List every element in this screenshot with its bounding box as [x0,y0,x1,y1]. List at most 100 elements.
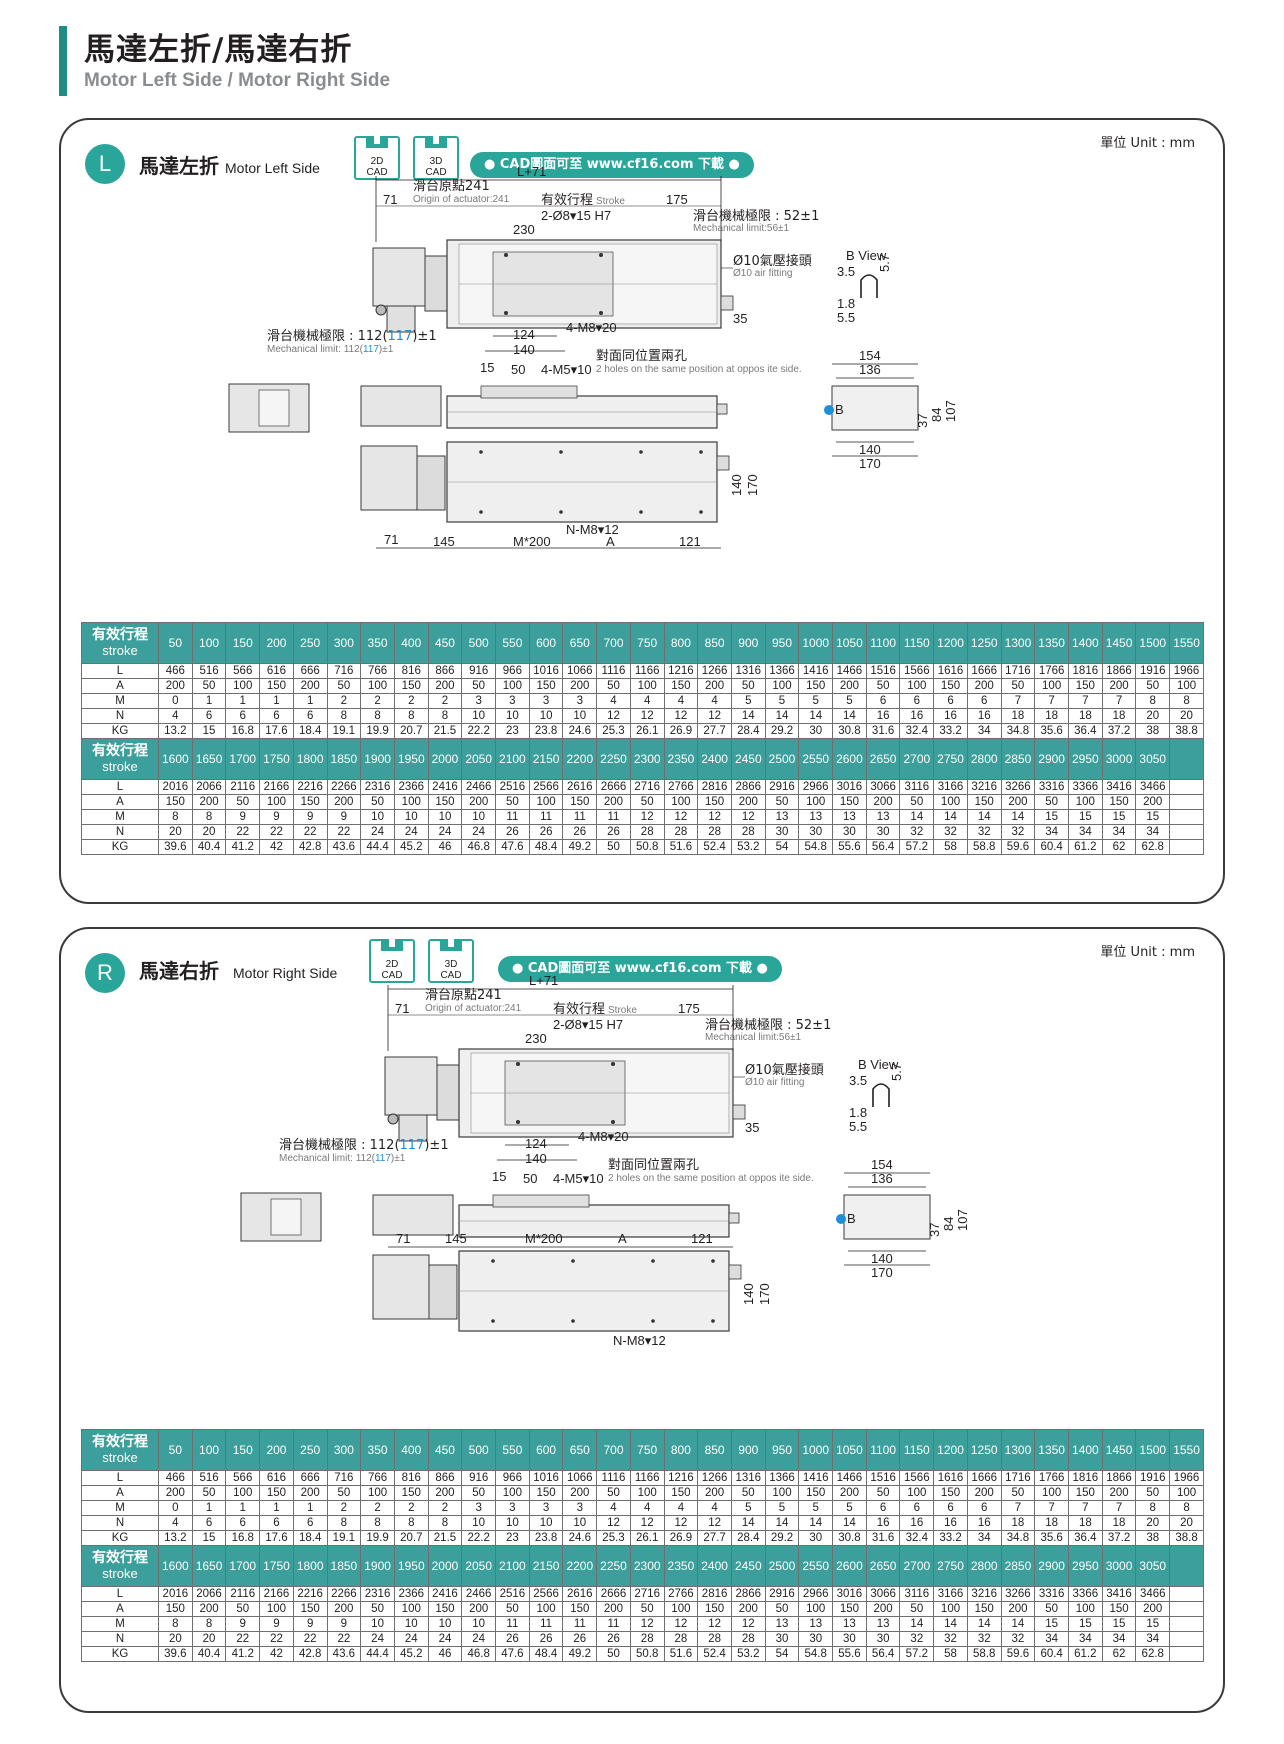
end-view-right [831,385,919,431]
table-cell: 45.2 [393,839,429,855]
table-cell: 100 [1034,678,1069,694]
stroke-value: 2550 [798,738,834,780]
table-cell: 100 [663,1601,699,1617]
stroke-value: 950 [764,622,800,664]
stroke-value: 750 [629,1429,665,1471]
stroke-value: 1450 [1101,1429,1137,1471]
table-cell: 27.7 [697,723,732,739]
table-cell: 14 [966,809,1002,825]
unit-label: 單位 Unit : mm [1100,945,1195,960]
table-cell: 58 [933,839,968,855]
table-cell: 2566 [528,779,564,795]
table-cell: 1816 [1067,663,1103,679]
table-cell: 30 [798,1631,834,1647]
table-cell: 200 [966,678,1002,694]
dim-a: A [606,534,615,549]
table-cell: 200 [562,678,598,694]
cad-download-link[interactable]: ● CAD圖面可至 www.cf16.com 下載 ● [470,152,754,178]
dim-84: 84 [929,408,944,422]
cad-2d-download-icon[interactable]: 2D CAD [354,136,400,180]
table-cell: 47.6 [495,839,530,855]
stroke-header-cn: 有效行程 [92,743,148,759]
dim-136: 136 [859,362,881,377]
table-cell: 200 [158,678,193,694]
stroke-value: 150 [225,1429,261,1471]
table-cell: 100 [764,1485,800,1501]
table-cell: 16 [899,1515,935,1531]
stroke-value: 550 [495,622,530,664]
table-cell: 2116 [225,1586,261,1602]
table-cell: 150 [798,1485,834,1501]
stroke-value: 1250 [966,1429,1002,1471]
stroke-value: 2500 [764,738,800,780]
table-cell: 37.2 [1101,1530,1137,1546]
table-cell: 58 [933,1646,968,1662]
stroke-value: 3000 [1101,738,1137,780]
empty-cell [1169,824,1204,840]
table-cell: 3366 [1067,779,1103,795]
stroke-value: 1700 [225,738,261,780]
table-cell: 34 [1034,1631,1069,1647]
table-cell: 6 [865,1500,901,1516]
table-cell: 24.6 [562,1530,598,1546]
table-cell: 50.8 [629,1646,665,1662]
table-cell: 6 [259,1515,294,1531]
table-cell: 10 [360,1616,395,1632]
table-cell: 60.4 [1034,839,1069,855]
table-cell: 35.6 [1034,723,1069,739]
cad-2d-download-icon[interactable]: 2D CAD [369,939,415,983]
table-cell: 2466 [461,779,497,795]
b-dim-18: 1.8 [837,296,855,311]
cad-download-link[interactable]: ● CAD圖面可至 www.cf16.com 下載 ● [498,956,782,982]
stroke-value: 1050 [832,622,867,664]
table-cell: 916 [461,663,497,679]
table-cell: 2816 [697,779,732,795]
table-cell: 14 [798,1515,834,1531]
dim-145: 145 [433,534,455,549]
air-fitting-cn: Ø10氣壓接頭 [733,253,812,269]
stroke-value: 550 [495,1429,530,1471]
mech-limit-2-cn: 滑台機械極限 : 112(117)±1 [279,1137,449,1153]
stroke-value: 50 [158,1429,193,1471]
table-cell: 150 [158,1601,193,1617]
dim-175: 175 [666,192,688,207]
table-cell: 13 [865,1616,901,1632]
stroke-value: 350 [360,622,395,664]
stroke-value: 900 [730,622,766,664]
table-cell: 10 [461,708,497,724]
table-cell: 12 [596,708,631,724]
table-cell: 28 [697,824,732,840]
table-cell: 56.4 [865,839,901,855]
stroke-value: 2700 [899,738,935,780]
table-cell: 46 [427,839,463,855]
cad-3d-download-icon[interactable]: 3D CAD [428,939,474,983]
table-cell: 2 [360,693,395,709]
table-cell: 716 [326,663,362,679]
b-dim-35: 3.5 [837,264,855,279]
table-cell: 40.4 [191,1646,227,1662]
dim-140: 140 [525,1151,547,1166]
table-cell: 12 [663,1616,699,1632]
stroke-value: 1700 [225,1545,261,1587]
table-cell: 200 [326,1601,362,1617]
stroke-value: 1200 [933,622,968,664]
dim-140-side: 140 [729,474,744,496]
table-cell: 200 [596,794,631,810]
table-cell: 100 [629,678,665,694]
dim-230: 230 [525,1031,547,1046]
table-cell: 3 [495,693,530,709]
stroke-value: 1900 [360,1545,395,1587]
dim-140-end: 140 [871,1251,893,1266]
stroke-value: 1500 [1135,1429,1171,1471]
cad-3d-download-icon[interactable]: 3D CAD [413,136,459,180]
stroke-value: 2550 [798,1545,834,1587]
table-cell: 55.6 [832,839,867,855]
table-cell: 2266 [326,779,362,795]
table-cell: 8 [158,1616,193,1632]
table-cell: 34 [966,1530,1002,1546]
table-cell: 3416 [1101,779,1137,795]
